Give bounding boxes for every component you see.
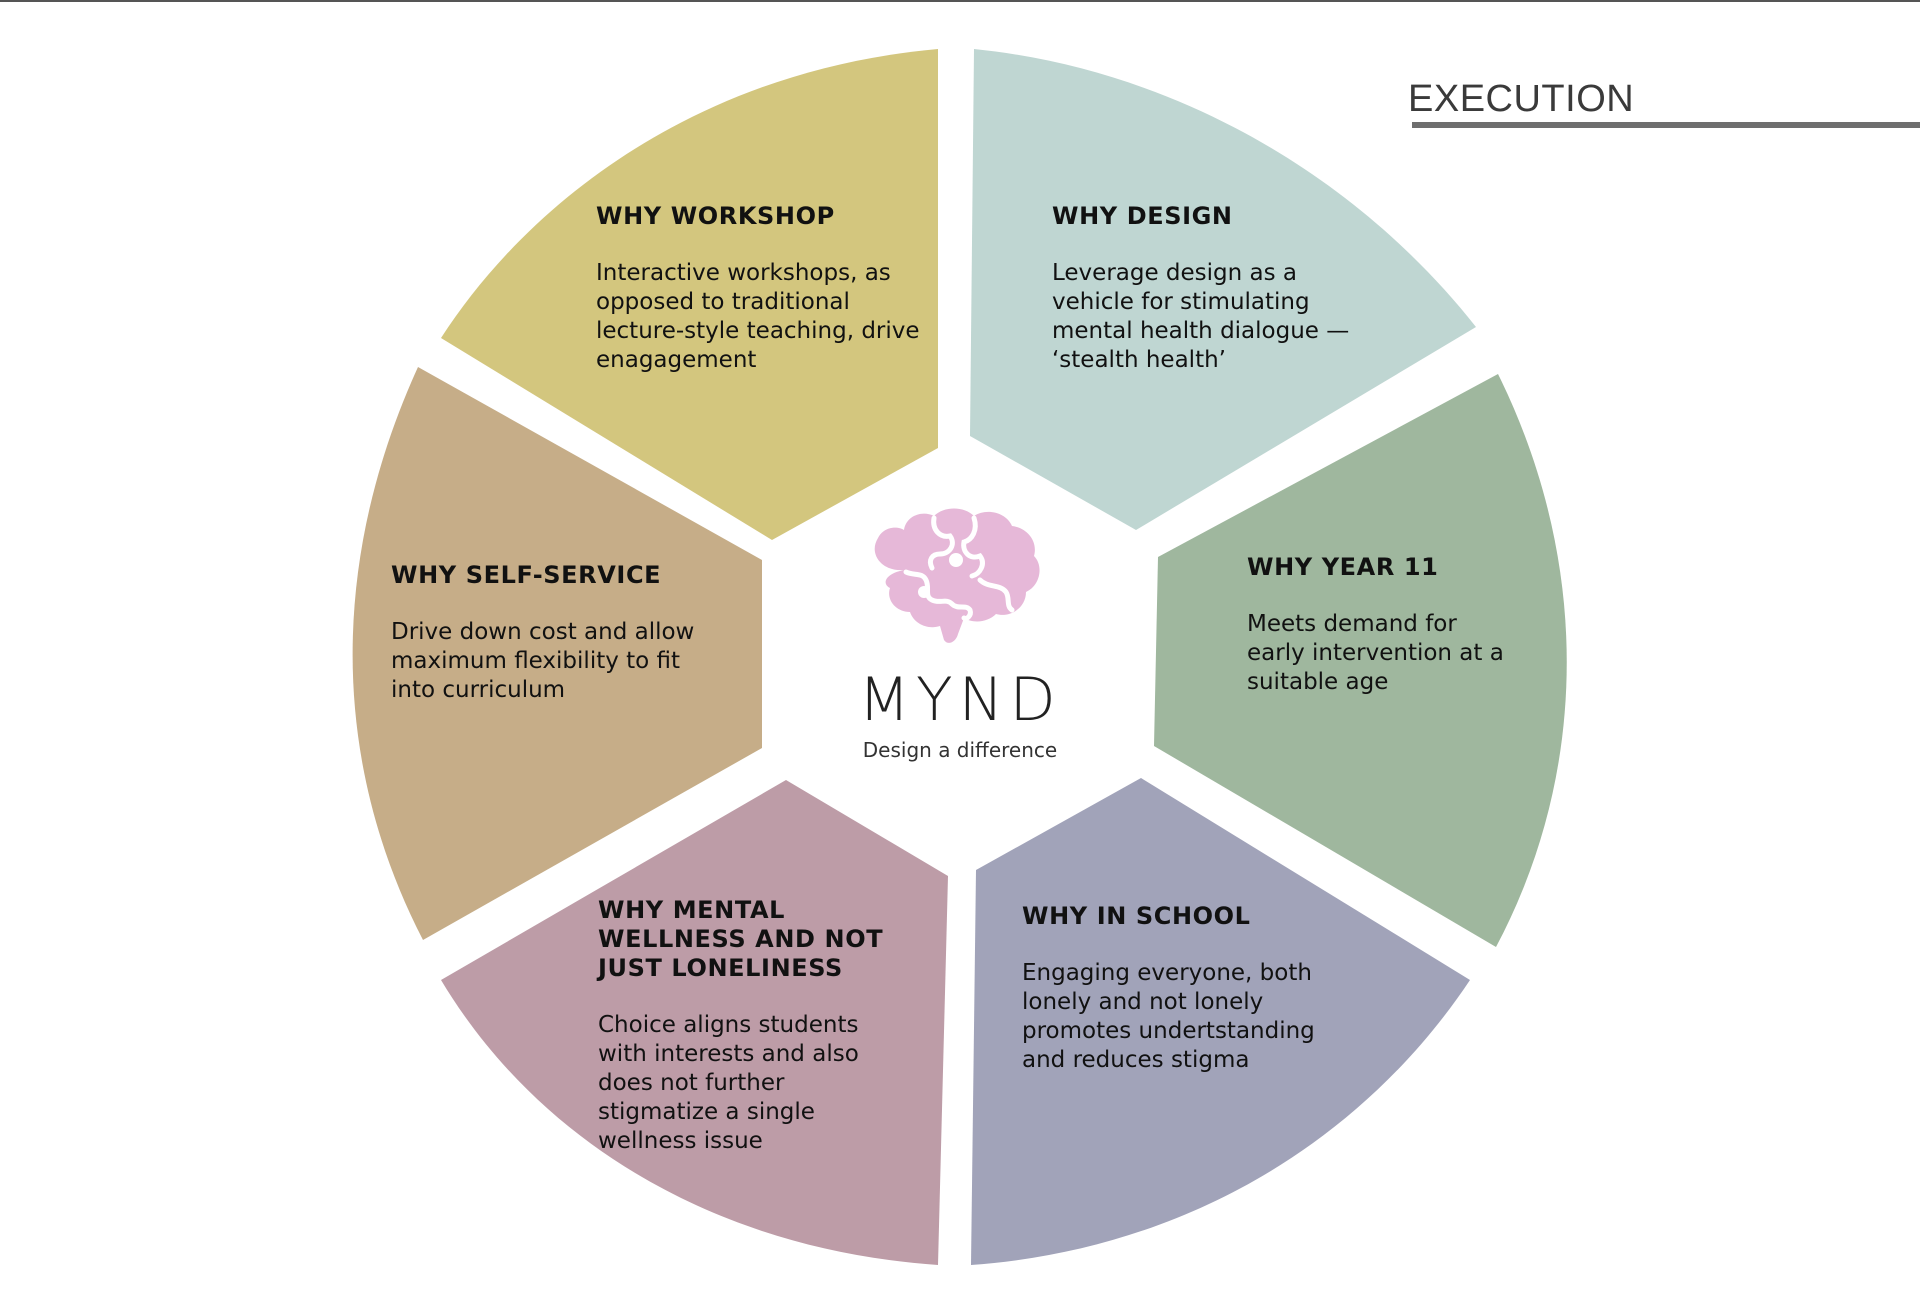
mynd-logo: MYND Design a difference	[840, 500, 1080, 770]
segment-school: WHY IN SCHOOL Engaging everyone, both lo…	[1022, 902, 1342, 1075]
segment-year11-title: WHY YEAR 11	[1247, 553, 1439, 581]
logo-tagline: Design a difference	[862, 738, 1058, 762]
segment-wellness-title: WHY MENTAL WELLNESS AND NOT JUST LONELIN…	[598, 896, 884, 982]
segment-school-body: Engaging everyone, both lonely and not l…	[1022, 960, 1315, 1073]
segment-year11: WHY YEAR 11 Meets demand for early inter…	[1247, 553, 1517, 697]
segment-school-title: WHY IN SCHOOL	[1022, 902, 1251, 930]
section-title: EXECUTION	[1408, 78, 1635, 120]
segment-workshop-body: Interactive workshops, as opposed to tra…	[596, 260, 920, 373]
segment-year11-body: Meets demand for early intervention at a…	[1247, 611, 1504, 695]
segment-wellness-body: Choice aligns students with interests an…	[598, 1012, 859, 1154]
top-border-rule	[0, 0, 1920, 2]
segment-workshop-shape	[441, 49, 938, 540]
segment-selfservice-body: Drive down cost and allow maximum flexib…	[391, 619, 695, 703]
brain-puzzle-icon	[874, 508, 1040, 643]
segment-workshop: WHY WORKSHOP Interactive workshops, as o…	[596, 202, 926, 375]
logo-wordmark: MYND	[858, 665, 1062, 735]
segment-selfservice: WHY SELF-SERVICE Drive down cost and all…	[391, 561, 721, 705]
segment-wellness: WHY MENTAL WELLNESS AND NOT JUST LONELIN…	[598, 896, 898, 1156]
segment-design: WHY DESIGN Leverage design as a vehicle …	[1052, 202, 1352, 375]
segment-design-shape	[970, 49, 1476, 530]
segment-workshop-title: WHY WORKSHOP	[596, 202, 835, 230]
segment-wellness-shape	[441, 780, 948, 1265]
segment-year11-shape	[1154, 374, 1567, 947]
segment-selfservice-title: WHY SELF-SERVICE	[391, 561, 662, 589]
segment-design-body: Leverage design as a vehicle for stimula…	[1052, 260, 1350, 373]
section-title-underline	[1412, 122, 1920, 128]
segment-school-shape	[971, 778, 1470, 1265]
segment-selfservice-shape	[352, 367, 762, 940]
segment-design-title: WHY DESIGN	[1052, 202, 1233, 230]
